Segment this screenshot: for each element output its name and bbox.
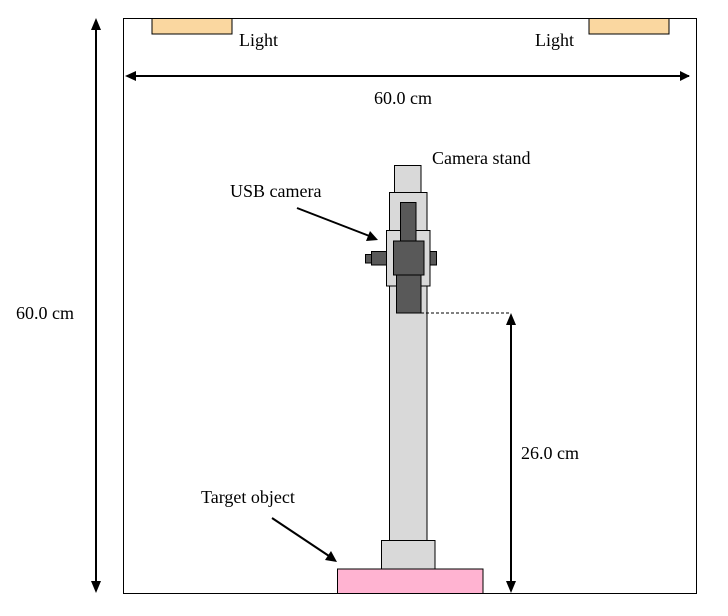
target-object-pointer [271, 517, 333, 559]
usb-camera-label: USB camera [230, 181, 321, 201]
usb-camera [365, 202, 437, 314]
usb-camera-pointer [296, 207, 373, 238]
light-right [588, 18, 670, 35]
target-object [337, 568, 484, 594]
stand-top-cap [394, 165, 422, 193]
light-left [151, 18, 233, 35]
camera-height-label: 26.0 cm [521, 443, 579, 463]
camera-stand-label: Camera stand [432, 148, 530, 168]
height-label: 60.0 cm [16, 303, 74, 323]
light-right-label: Light [535, 30, 574, 50]
width-label: 60.0 cm [374, 88, 432, 108]
target-object-label: Target object [201, 487, 295, 507]
light-left-label: Light [239, 30, 278, 50]
stand-base [381, 540, 436, 570]
